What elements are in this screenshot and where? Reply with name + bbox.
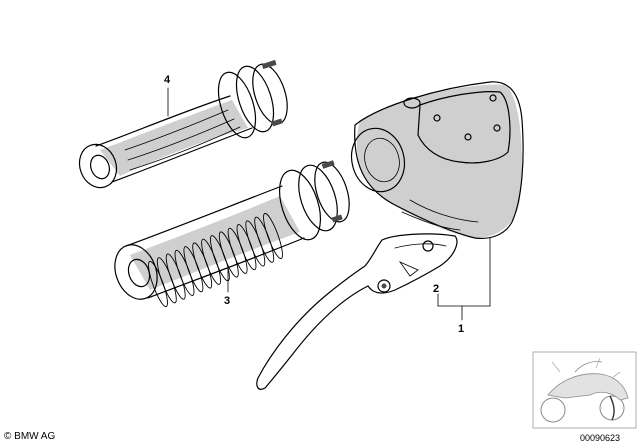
callout-part-4: 4 [164, 74, 171, 86]
ribbed-grip-part-3[interactable] [108, 158, 356, 308]
grip-rib [183, 246, 204, 293]
handlebar-housing-part-1[interactable] [345, 81, 524, 240]
brake-lever-part-2[interactable] [256, 233, 458, 390]
grip-rib [236, 224, 257, 271]
throttle-grip-part-4[interactable] [74, 59, 294, 193]
callout-part-2: 2 [433, 283, 439, 295]
grip-rib [165, 253, 186, 300]
callout-part-1: 1 [458, 323, 464, 335]
grip-rib [218, 231, 239, 278]
copyright-label: © BMW AG [4, 431, 56, 442]
diagram-number: 00090623 [580, 433, 621, 443]
grip-ribs [148, 212, 283, 308]
grip-rib [263, 212, 283, 260]
grip-rib [254, 216, 275, 263]
grip-rib [148, 260, 168, 308]
grip-rib [201, 238, 222, 285]
leader-lines [167, 87, 491, 321]
callout-part-3: 3 [224, 295, 230, 307]
motorcycle-silhouette-icon [532, 351, 637, 429]
